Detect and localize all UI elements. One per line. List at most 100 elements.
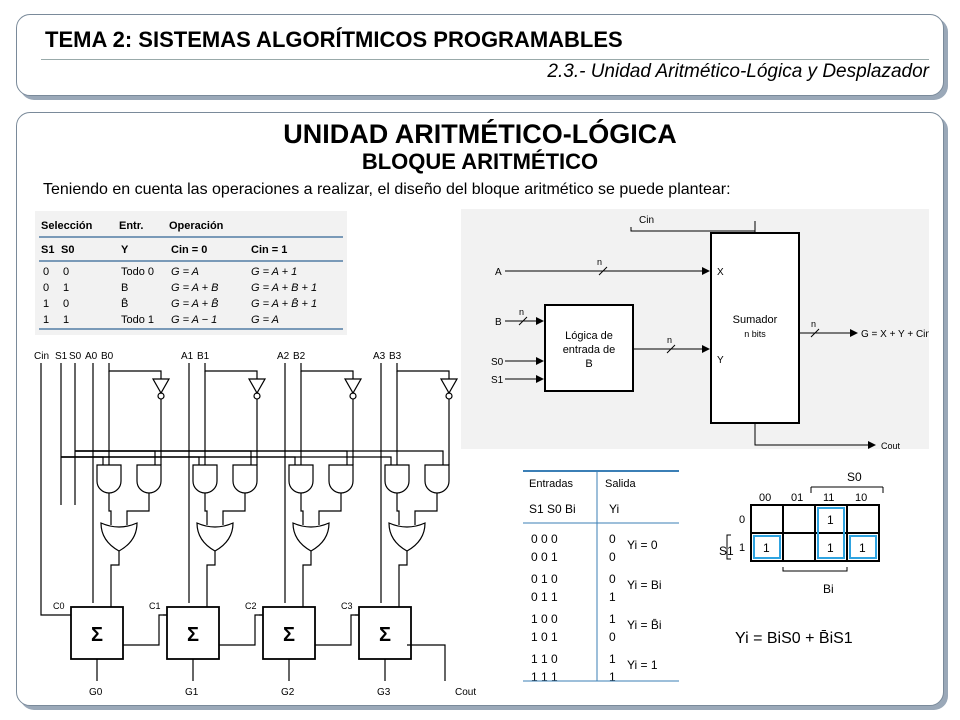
kmap-s1-bracket bbox=[726, 534, 731, 560]
ckt-b0: B0 bbox=[101, 351, 114, 362]
intro-text: Teniendo en cuenta las operaciones a rea… bbox=[43, 181, 731, 198]
carry-label: C2 bbox=[245, 601, 257, 611]
op-row-y: B bbox=[121, 282, 128, 294]
ckt-b1: B1 bbox=[197, 351, 210, 362]
y-wire bbox=[302, 551, 312, 607]
op-header-entr: Entr. bbox=[119, 220, 143, 232]
tt-row-output: 1 bbox=[609, 670, 616, 684]
adder-title: Sumador bbox=[733, 314, 778, 326]
and-to-or-wire bbox=[414, 493, 438, 525]
logic-block-line3: B bbox=[585, 358, 592, 370]
sigma-symbol: Σ bbox=[379, 624, 391, 646]
sigma-symbol: Σ bbox=[187, 624, 199, 646]
b-input-wire bbox=[108, 363, 162, 379]
g-output-label: G2 bbox=[281, 687, 295, 698]
kmap-cell bbox=[846, 504, 880, 534]
block-diagram: Cin Sumador n bits X Y A n Lógica de ent… bbox=[461, 209, 931, 451]
and-gate bbox=[96, 464, 122, 494]
ckt-cout: Cout bbox=[455, 687, 476, 698]
header-subtitle: 2.3.- Unidad Aritmético-Lógica y Desplaz… bbox=[547, 61, 929, 82]
ckt-s1: S1 bbox=[55, 351, 68, 362]
tt-row-output: 0 bbox=[609, 572, 616, 586]
kmap-row-code: 1 bbox=[739, 542, 745, 554]
b-input-wire bbox=[300, 363, 354, 379]
header-title: TEMA 2: SISTEMAS ALGORÍTMICOS PROGRAMABL… bbox=[45, 27, 623, 52]
logic-block bbox=[544, 304, 634, 392]
s1-tap bbox=[75, 450, 444, 465]
and-gate bbox=[288, 464, 314, 494]
kmap-cell-value: 1 bbox=[763, 541, 770, 555]
cin-wire bbox=[40, 610, 71, 616]
bd-a-label: A bbox=[495, 267, 502, 278]
op-row-s1: 0 bbox=[43, 282, 49, 294]
and-gate bbox=[328, 464, 354, 494]
and-gate bbox=[136, 464, 162, 494]
kmap-group bbox=[753, 535, 781, 559]
tt-row-output: 1 bbox=[609, 590, 616, 604]
kmap-cell bbox=[750, 504, 784, 534]
carry-wire bbox=[315, 614, 359, 646]
slide-subtitle: BLOQUE ARITMÉTICO bbox=[361, 149, 599, 174]
tt-row-inputs: 1 1 1 bbox=[531, 670, 558, 684]
op-row-cin1: G = A + B̄ + 1 bbox=[251, 297, 317, 310]
bd-y-width: n bbox=[667, 335, 672, 345]
adder-port-x: X bbox=[717, 267, 724, 278]
op-row-s0: 0 bbox=[63, 266, 69, 278]
inverter-gate bbox=[439, 378, 459, 395]
carry-wire bbox=[123, 614, 167, 646]
circuit-svg: Cin S1 S0 A0 B0 A1 B1 A2 B2 A3 B3 Cout Σ… bbox=[34, 351, 476, 698]
op-row-s1: 0 bbox=[43, 266, 49, 278]
kmap-col-code: 10 bbox=[855, 492, 867, 504]
tt-sub-output: Yi bbox=[609, 502, 619, 516]
tt-row-output: 0 bbox=[609, 630, 616, 644]
tt-row-inputs: 1 0 1 bbox=[531, 630, 558, 644]
op-row-cin1: G = A + B + 1 bbox=[251, 282, 317, 294]
op-row-cin0: G = A − 1 bbox=[171, 314, 217, 326]
op-row-s1: 1 bbox=[43, 314, 49, 326]
op-row-s1: 1 bbox=[43, 298, 49, 310]
op-row-y: Todo 1 bbox=[121, 314, 154, 326]
op-header-operacion: Operación bbox=[169, 220, 224, 232]
sigma-symbol: Σ bbox=[91, 624, 103, 646]
or-gate bbox=[100, 522, 138, 552]
and-to-or-wire bbox=[318, 493, 342, 525]
bd-b-label: B bbox=[495, 317, 502, 328]
carry-wire bbox=[219, 614, 263, 646]
adder-block bbox=[710, 232, 800, 424]
op-col-cin1: Cin = 1 bbox=[251, 244, 287, 256]
bd-cout-label: Cout bbox=[881, 441, 901, 449]
and-to-or-wire bbox=[108, 493, 112, 525]
bd-out-width: n bbox=[811, 319, 816, 329]
s0-tap bbox=[61, 456, 200, 465]
tt-row-output: 0 bbox=[609, 550, 616, 564]
s0-tap bbox=[61, 456, 392, 465]
tt-header-entradas: Entradas bbox=[529, 478, 574, 490]
kmap-cell bbox=[782, 504, 816, 534]
tt-row-inputs: 1 0 0 bbox=[531, 612, 558, 626]
and-gate bbox=[232, 464, 258, 494]
content-panel: UNIDAD ARITMÉTICO-LÓGICA BLOQUE ARITMÉTI… bbox=[16, 112, 944, 706]
ckt-b3: B3 bbox=[389, 351, 402, 362]
b-input-wire bbox=[204, 363, 258, 379]
g-output-label: G0 bbox=[89, 687, 103, 698]
carry-label: C3 bbox=[341, 601, 353, 611]
kmap-group bbox=[849, 535, 877, 559]
op-row-cin0: G = A + B bbox=[171, 282, 219, 294]
logic-block-line1: Lógica de bbox=[565, 330, 613, 342]
kmap-bi-bracket bbox=[782, 567, 848, 572]
kmap-group bbox=[817, 507, 845, 559]
bd-b-width: n bbox=[519, 307, 524, 317]
tt-group-expr: Yi = 1 bbox=[627, 658, 658, 672]
s0-tap bbox=[61, 456, 296, 465]
ckt-b2: B2 bbox=[293, 351, 306, 362]
inverter-gate bbox=[247, 378, 267, 395]
kmap-cell bbox=[782, 532, 816, 562]
and-to-or-wire bbox=[204, 493, 208, 525]
bd-s1-label: S1 bbox=[491, 375, 504, 386]
ckt-cin: Cin bbox=[34, 351, 49, 362]
sigma-symbol: Σ bbox=[283, 624, 295, 646]
tt-row-inputs: 0 0 0 bbox=[531, 532, 558, 546]
tt-group-expr: Yi = Bi bbox=[627, 578, 662, 592]
adder-subtitle: n bits bbox=[744, 329, 766, 339]
